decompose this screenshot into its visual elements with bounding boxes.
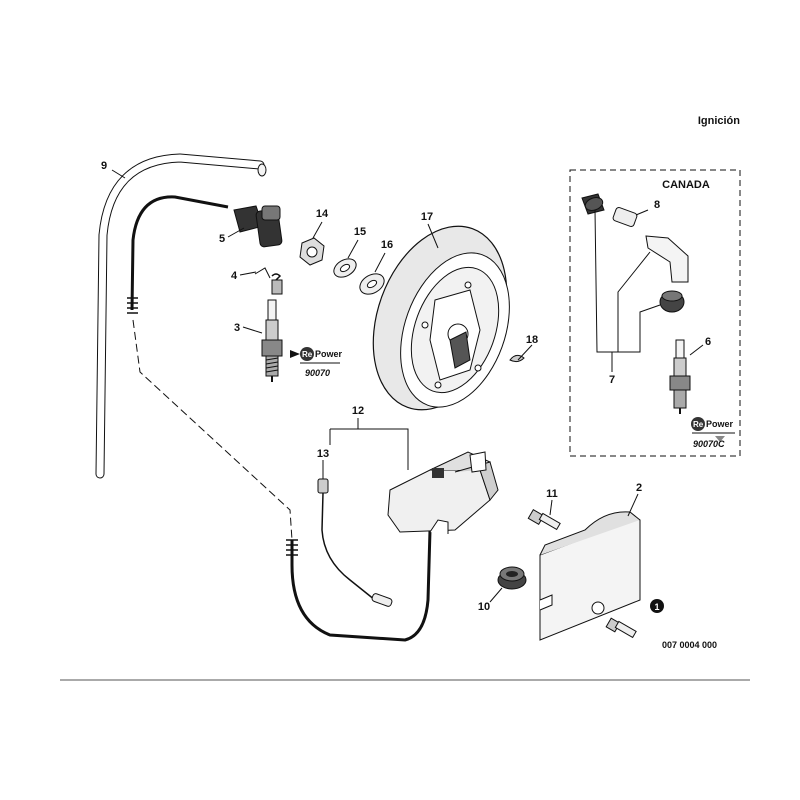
- washer-15: [333, 258, 357, 278]
- canada-connector: [612, 207, 638, 227]
- repower-badge-right: Re Power 90070C: [691, 417, 735, 449]
- flywheel-nut: [299, 237, 325, 266]
- callout-2: 2: [636, 482, 642, 494]
- cable-grip-marks: [127, 297, 138, 314]
- canada-grommet: [659, 290, 685, 313]
- callout-4: 4: [231, 270, 238, 282]
- cable-leader: [132, 319, 293, 541]
- svg-text:Re: Re: [693, 420, 704, 429]
- spring-clip: [254, 267, 283, 295]
- callout-15: 15: [354, 226, 366, 238]
- callout-6: 6: [705, 336, 711, 348]
- repower-badge-left: Re Power 90070: [290, 347, 343, 378]
- tube-part: [96, 154, 264, 478]
- repower-part-90070: 90070: [305, 368, 330, 378]
- repower-part-90070c: 90070C: [693, 439, 725, 449]
- callout-9: 9: [101, 160, 107, 172]
- section-title: Ignición: [698, 115, 740, 127]
- ignition-module: [387, 451, 499, 534]
- callout-13: 13: [317, 448, 329, 460]
- callout-12: 12: [352, 405, 364, 417]
- notice-number: 1: [654, 602, 659, 612]
- callout-labels: 9 5 4 3 14 15 16 17 18 12 13 11 2 10 8 6…: [101, 160, 711, 613]
- flywheel: [372, 225, 510, 411]
- ground-wire: [317, 478, 393, 607]
- canada-box: [569, 169, 741, 457]
- svg-text:Re: Re: [302, 350, 313, 359]
- notice-circle: [650, 599, 664, 613]
- cable-grip-marks-lower: [286, 539, 298, 556]
- bracket-7: [594, 209, 661, 353]
- ignition-cable-upper: [130, 195, 229, 311]
- callout-14: 14: [316, 208, 329, 220]
- canada-spark-boot: [645, 235, 689, 283]
- screw-11: [527, 508, 561, 531]
- washer-16: [359, 273, 385, 295]
- callout-8: 8: [654, 199, 660, 211]
- callout-3: 3: [234, 322, 240, 334]
- ignition-cover: [539, 511, 641, 641]
- canada-label: CANADA: [662, 179, 710, 191]
- callout-7: 7: [609, 374, 615, 386]
- callout-17: 17: [421, 211, 433, 223]
- leader-lines: [111, 169, 704, 603]
- svg-text:Power: Power: [315, 349, 343, 359]
- bracket-12: [329, 428, 409, 470]
- screw-cover: [605, 617, 637, 639]
- grommet: [497, 566, 527, 590]
- ignition-cable-lower: [290, 529, 432, 642]
- svg-text:Power: Power: [706, 419, 734, 429]
- callout-18: 18: [526, 334, 538, 346]
- callout-5: 5: [219, 233, 225, 245]
- spark-plug: [261, 299, 283, 382]
- tube-end: [257, 163, 267, 177]
- canada-spark-plug: [669, 339, 691, 414]
- spark-plug-boot: [233, 205, 283, 248]
- drawing-number: 007 0004 000: [662, 640, 717, 650]
- callout-11: 11: [546, 488, 558, 500]
- callout-10: 10: [478, 601, 490, 613]
- callout-16: 16: [381, 239, 393, 251]
- tube-outline: [95, 153, 265, 479]
- canada-boot-top: [581, 193, 605, 215]
